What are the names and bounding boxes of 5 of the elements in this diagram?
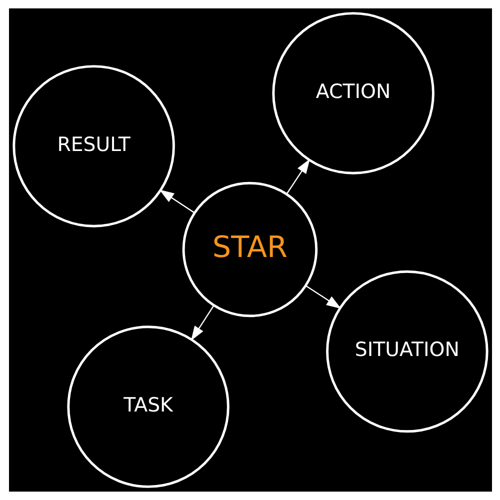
arrow: [305, 285, 341, 309]
arrow: [286, 158, 310, 194]
node-circle: STAR: [182, 182, 318, 318]
arrow: [158, 190, 194, 214]
arrow: [190, 305, 214, 341]
